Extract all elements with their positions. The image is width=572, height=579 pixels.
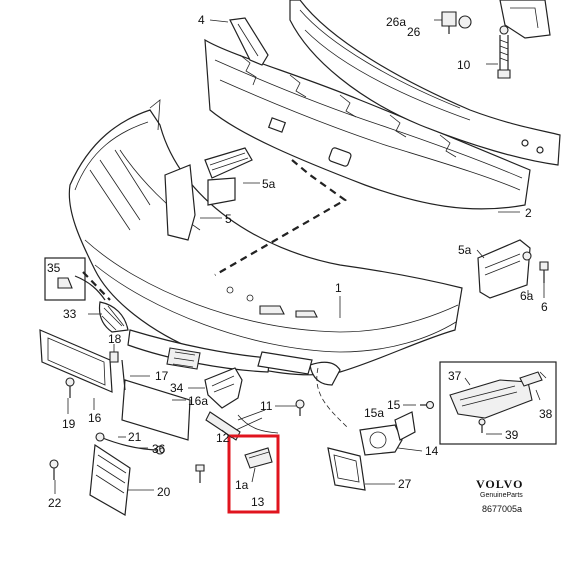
callout-33: 33 xyxy=(63,307,77,321)
callout-37: 37 xyxy=(448,369,462,383)
callout-27: 27 xyxy=(398,477,412,491)
callout-6a: 6a xyxy=(520,289,534,303)
bracket-5a-right xyxy=(477,239,549,299)
callout-labels: 4 26a 26 10 2 5a 5 1 5a 6a 6 35 33 18 17… xyxy=(47,13,553,510)
clip-1a-icon xyxy=(195,464,205,483)
callout-26a: 26a xyxy=(386,15,406,29)
screw-15-icon xyxy=(420,400,435,410)
callout-13: 13 xyxy=(251,495,265,509)
leader-lines xyxy=(54,19,547,494)
callout-6: 6 xyxy=(541,300,548,314)
branding: VOLVO GenuineParts 8677005a xyxy=(476,477,523,514)
callout-14: 14 xyxy=(425,444,439,458)
callout-36: 36 xyxy=(152,442,166,456)
callout-15a: 15a xyxy=(364,406,384,420)
callout-4: 4 xyxy=(198,13,205,27)
bracket-20 xyxy=(89,432,165,516)
bracket-4 xyxy=(229,17,269,66)
inset-37 xyxy=(439,361,557,445)
callout-35: 35 xyxy=(47,261,61,275)
callout-16a: 16a xyxy=(188,394,208,408)
callout-12: 12 xyxy=(216,431,230,445)
callout-18: 18 xyxy=(108,332,122,346)
dashed-guides xyxy=(82,159,349,434)
callout-21: 21 xyxy=(128,430,142,444)
callout-34: 34 xyxy=(170,381,184,395)
callout-11: 11 xyxy=(260,399,273,413)
callout-5a-top: 5a xyxy=(262,177,276,191)
callout-26: 26 xyxy=(407,25,421,39)
license-plate-holder xyxy=(39,329,191,441)
callout-10: 10 xyxy=(457,58,471,72)
callout-2: 2 xyxy=(525,206,532,220)
genuine-parts-label: GenuineParts xyxy=(480,492,523,499)
clip-18-icon xyxy=(109,351,119,363)
screw-19-icon xyxy=(65,377,75,398)
upper-frame-rail xyxy=(289,0,561,166)
air-guide-34 xyxy=(204,367,243,409)
callout-1: 1 xyxy=(335,281,342,295)
bolt-10-icon xyxy=(497,25,511,79)
callout-15: 15 xyxy=(387,398,401,412)
callout-5: 5 xyxy=(225,212,232,226)
diagram-code: 8677005a xyxy=(482,504,522,514)
callout-39: 39 xyxy=(505,428,519,442)
callout-1a: 1a xyxy=(235,478,249,492)
lower-grille xyxy=(127,329,313,375)
callout-16: 16 xyxy=(88,411,102,425)
cover-13 xyxy=(244,447,273,469)
fog-lamp-14 xyxy=(359,411,416,456)
bracket-5 xyxy=(164,147,253,241)
callout-19: 19 xyxy=(62,417,76,431)
screw-22-icon xyxy=(49,459,59,480)
inset-35 xyxy=(44,257,106,301)
bolt-26-icon xyxy=(441,11,472,34)
clip-17-icon xyxy=(121,359,126,391)
volvo-logo: VOLVO xyxy=(476,477,523,491)
callout-38: 38 xyxy=(539,407,553,421)
bezel-27 xyxy=(327,447,366,491)
callout-5a-right: 5a xyxy=(458,243,472,257)
trim-strip-12 xyxy=(205,411,241,441)
highlight-box xyxy=(227,434,280,514)
screw-11-icon xyxy=(295,399,305,416)
callout-22: 22 xyxy=(48,496,62,510)
bumper-reinforcement-beam xyxy=(204,38,531,210)
callout-20: 20 xyxy=(157,485,171,499)
callout-17: 17 xyxy=(155,369,169,383)
